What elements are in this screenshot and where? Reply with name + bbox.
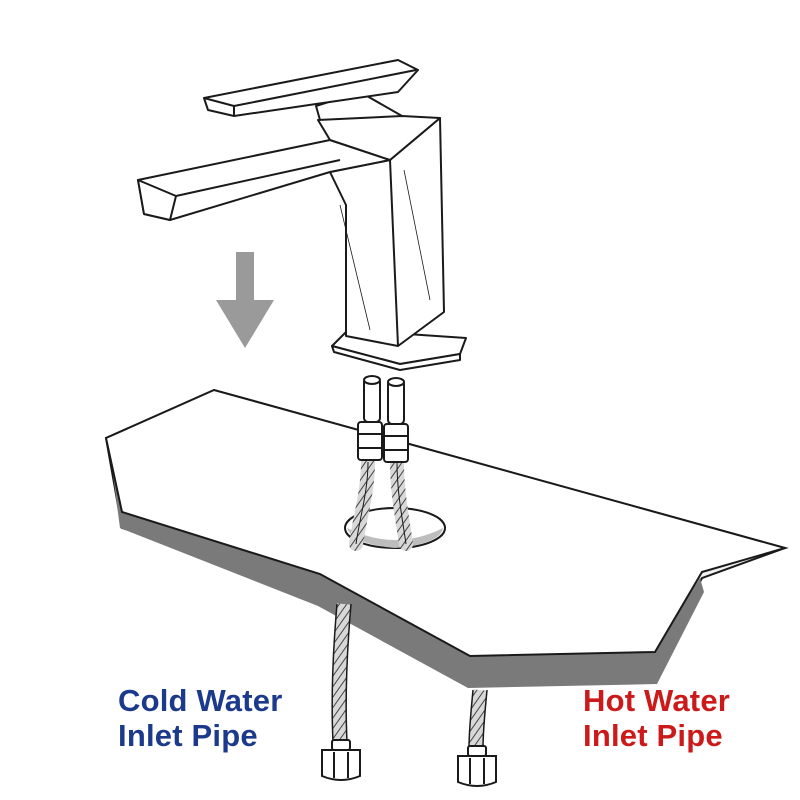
inlet-hoses-lower [331,603,488,749]
cold-hose-lower [332,603,351,743]
cold-label-line-2: Inlet Pipe [118,718,258,753]
cold-connector-collar [331,739,351,751]
hot-connector-collar [467,745,487,757]
hot-fitting-nut [383,423,409,463]
countertop [104,388,789,688]
inlet-hoses-upper [349,455,413,551]
hot-label-line-1: Hot Water [583,683,731,718]
basin-faucet-icon [137,59,467,371]
hot-water-inlet-label: Hot Water Inlet Pipe [583,683,730,753]
hot-connector-nut [457,755,497,787]
cold-connector-nut [321,749,361,781]
cold-hose-upper-outline [355,461,369,545]
mounting-hole-inner-shadow [347,528,443,548]
hot-hose-lower [469,689,487,749]
hot-label-line-2: Inlet Pipe [583,718,723,753]
cold-fitting-nut [357,421,383,461]
cold-label-line-1: Cold Water [118,683,283,718]
countertop-side-shading [110,452,704,688]
down-arrow-icon [216,252,274,348]
bottom-connectors [321,739,497,787]
hose-fittings [357,375,409,463]
hot-hose-upper-outline [396,461,407,545]
cold-water-inlet-label: Cold Water Inlet Pipe [118,683,282,753]
